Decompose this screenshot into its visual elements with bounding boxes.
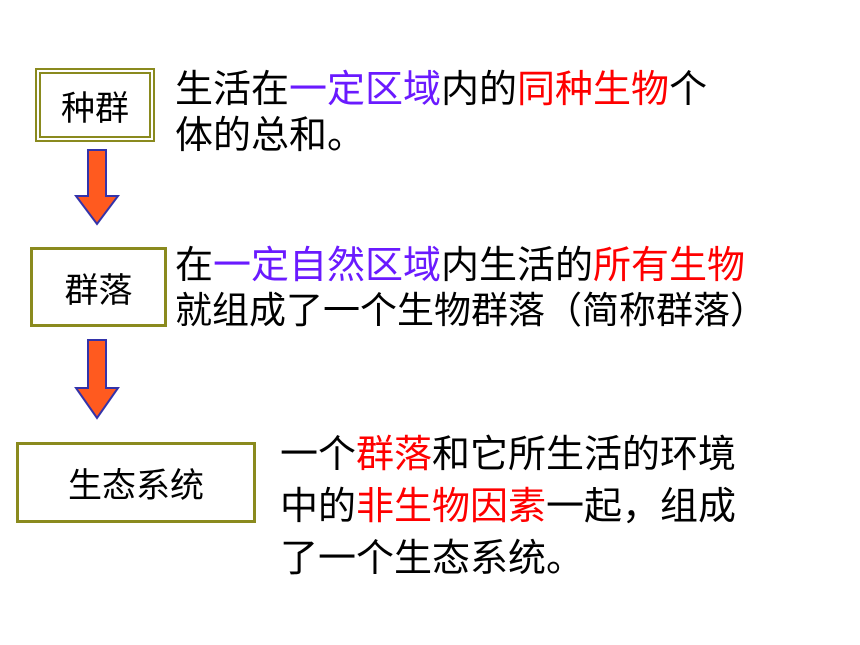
definition-community: 在一定自然区域内生活的所有生物 就组成了一个生物群落（简称群落） (175, 242, 767, 334)
text-segment: 和它所生活的环境 (432, 432, 737, 476)
text-segment: 内生活的 (441, 243, 594, 287)
definition-ecosystem-line3: 了一个生态系统。 (280, 536, 585, 580)
term-box-ecosystem: 生态系统 (16, 442, 256, 523)
definition-ecosystem: 一个群落和它所生活的环境 中的非生物因素一起，组成 了一个生态系统。 (280, 428, 736, 584)
highlight-natural-area: 一定自然区域 (213, 243, 442, 287)
definition-ecosystem-line2: 中的非生物因素一起，组成 (280, 480, 736, 532)
highlight-same-species: 同种生物 (517, 67, 670, 111)
text-segment: 一起，组成 (546, 484, 737, 528)
term-community: 群落 (64, 270, 133, 311)
term-ecosystem: 生态系统 (68, 466, 204, 506)
term-box-community: 群落 (30, 247, 167, 327)
text-segment: 中的 (280, 484, 357, 528)
definition-community-line1: 在一定自然区域内生活的所有生物 (175, 242, 767, 288)
text-segment: 生活在 (175, 67, 290, 111)
text-segment: 个 (669, 67, 708, 111)
highlight-certain-area: 一定区域 (289, 67, 442, 111)
term-population: 种群 (61, 88, 129, 129)
text-segment: 在 (175, 243, 214, 287)
highlight-community: 群落 (356, 432, 433, 476)
highlight-abiotic-factors: 非生物因素 (356, 484, 547, 528)
definition-community-line2: 就组成了一个生物群落（简称群落） (175, 289, 767, 332)
highlight-all-organisms: 所有生物 (593, 243, 746, 287)
definition-population-line1: 生活在一定区域内的同种生物个 (175, 66, 707, 112)
text-segment: 一个 (280, 432, 357, 476)
definition-ecosystem-line1: 一个群落和它所生活的环境 (280, 428, 736, 480)
arrow-down-icon (74, 149, 120, 226)
text-segment: 内的 (441, 67, 518, 111)
arrow-down-icon (74, 339, 120, 420)
term-box-population: 种群 (35, 68, 155, 142)
definition-population: 生活在一定区域内的同种生物个 体的总和。 (175, 66, 707, 158)
definition-population-line2: 体的总和。 (175, 113, 366, 157)
